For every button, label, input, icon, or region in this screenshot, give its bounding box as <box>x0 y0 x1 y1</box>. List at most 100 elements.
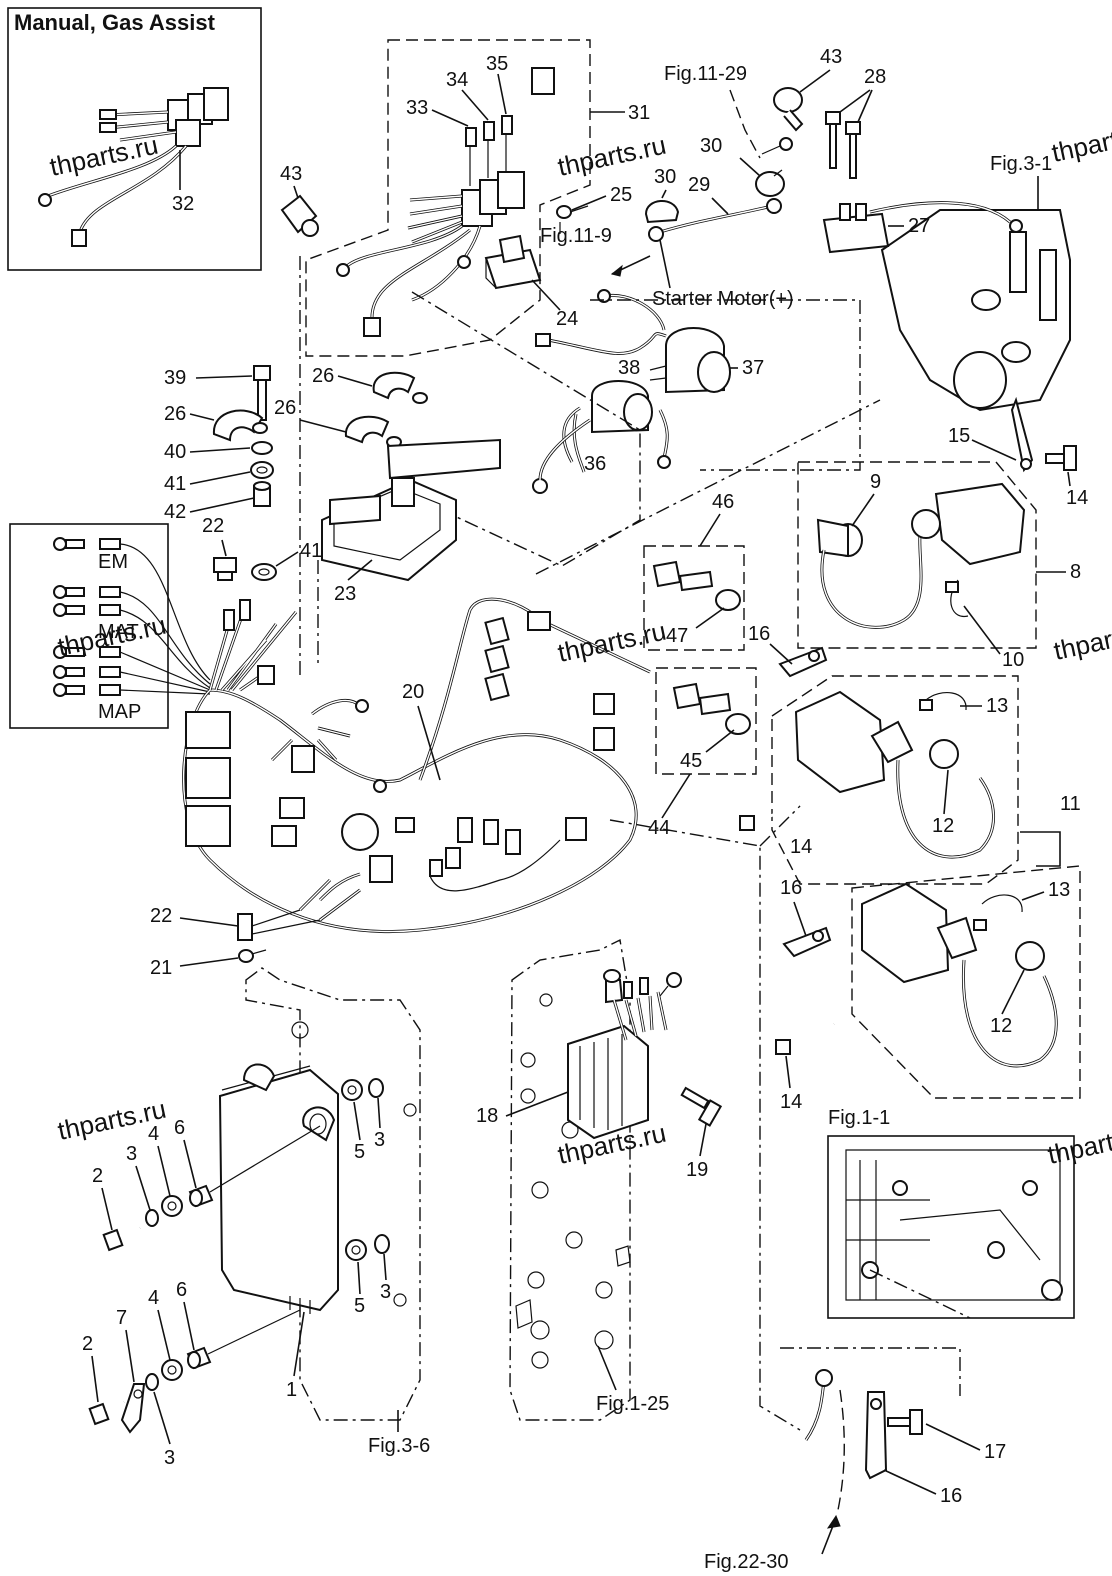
label-mat: MAT <box>98 621 139 643</box>
wiring-harness-20 <box>182 597 651 941</box>
watermark-2: thparts.ru <box>555 130 669 182</box>
bracket-23 <box>321 438 501 582</box>
harness-connectors-top <box>484 616 615 841</box>
clamp-26-a <box>212 409 268 442</box>
callout-12-a: 12 <box>932 815 954 837</box>
grommet-41-a <box>250 461 274 479</box>
ground-lead-15 <box>1010 396 1034 473</box>
ground-lead-7 <box>120 1383 146 1434</box>
connector-cap-22-top <box>213 557 237 581</box>
callout-21: 21 <box>150 957 172 979</box>
bracket-24 <box>484 234 542 290</box>
callout-35: 35 <box>486 53 508 75</box>
callout-2-b: 2 <box>82 1333 93 1355</box>
connector-em <box>53 537 121 551</box>
plate-fig-1-25 <box>509 938 631 1421</box>
bolt-14-a <box>1045 445 1077 471</box>
harness-connectors-middle <box>270 698 561 892</box>
callout-45: 45 <box>680 750 702 772</box>
clip-10 <box>945 581 959 593</box>
callout-7: 7 <box>116 1307 127 1329</box>
watermark-3: thparts.ru <box>1049 116 1112 168</box>
callout-26-b: 26 <box>312 365 334 387</box>
bolt-19 <box>680 1086 723 1127</box>
fuse-34 <box>483 121 495 141</box>
callout-4-b: 4 <box>148 1287 159 1309</box>
fig-1-1-inset <box>827 1135 1075 1319</box>
label-map: MAP <box>98 701 141 723</box>
collar-6-b <box>186 1346 212 1370</box>
ignition-coil-11-lower <box>851 865 1081 1099</box>
ref-fig-3-6: Fig.3-6 <box>368 1435 430 1457</box>
bolt-2-a <box>102 1226 141 1252</box>
callout-22-bottom: 22 <box>150 905 172 927</box>
sensor-44-group <box>655 667 757 775</box>
callout-9: 9 <box>870 471 881 493</box>
starter-relay-27 <box>822 201 1023 254</box>
callout-27: 27 <box>908 215 930 237</box>
callout-46: 46 <box>712 491 734 513</box>
callout-22-top: 22 <box>202 515 224 537</box>
wire-38 <box>535 289 667 355</box>
callout-18: 18 <box>476 1105 498 1127</box>
callout-20: 20 <box>402 681 424 703</box>
callout-6-b: 6 <box>176 1279 187 1301</box>
callout-25: 25 <box>610 184 632 206</box>
inset-manual-gas-assist: Manual, Gas Assist 32 <box>7 7 262 271</box>
bolt-14-c <box>775 1022 835 1055</box>
plug-cap-12-a <box>929 739 959 769</box>
callout-30-b: 30 <box>654 166 676 188</box>
callout-17: 17 <box>984 1441 1006 1463</box>
callout-41-b: 41 <box>300 540 322 562</box>
callout-5-b: 5 <box>354 1295 365 1317</box>
grommet-5-a <box>341 1079 363 1101</box>
callout-23: 23 <box>334 583 356 605</box>
callout-33: 33 <box>406 97 428 119</box>
ref-starter-motor: Starter Motor(+) <box>652 288 794 310</box>
bolts-28 <box>825 111 861 179</box>
callout-13-a: 13 <box>986 695 1008 717</box>
o-ring-45 <box>725 713 751 735</box>
callout-16-b: 16 <box>780 877 802 899</box>
callout-5-a: 5 <box>354 1141 365 1163</box>
harness-leads-top-left <box>208 599 298 692</box>
callout-16-a: 16 <box>748 623 770 645</box>
bolt-14-b <box>739 804 801 831</box>
callout-43-left: 43 <box>280 163 302 185</box>
ref-fig-1-1: Fig.1-1 <box>828 1107 890 1129</box>
callout-15: 15 <box>948 425 970 447</box>
grommet-41-b <box>251 563 277 581</box>
inset-title: Manual, Gas Assist <box>14 10 216 35</box>
callout-38: 38 <box>618 357 640 379</box>
connector-map-1 <box>53 645 121 659</box>
mounting-plate-fig-3-6 <box>245 967 421 1421</box>
label-em: EM <box>98 551 128 573</box>
watermark-9: thparts.ru <box>1045 1118 1112 1170</box>
clip-13-b <box>973 919 987 931</box>
callout-16-c: 16 <box>940 1485 962 1507</box>
callout-13-b: 13 <box>1048 879 1070 901</box>
bolt-2-b <box>88 1400 125 1426</box>
callout-6-a: 6 <box>174 1117 185 1139</box>
grommet-4-a <box>161 1195 183 1217</box>
relay-drawing <box>336 115 525 337</box>
callout-14-c: 14 <box>780 1091 802 1113</box>
cap-30-a <box>755 169 785 197</box>
grommet-5-b <box>345 1239 367 1261</box>
callout-37: 37 <box>742 357 764 379</box>
clamp-26-b <box>372 371 428 404</box>
collar-6-a <box>188 1184 214 1208</box>
inset-relay-assembly-drawing <box>38 87 229 247</box>
clamp-16-b <box>782 926 832 958</box>
callout-30-a: 30 <box>700 135 722 157</box>
washer-3-lower <box>145 1373 159 1391</box>
callout-3-a: 3 <box>374 1129 385 1151</box>
ignition-coil-11-upper <box>771 675 1019 885</box>
watermark-5: thparts.ru <box>555 616 669 668</box>
fuse-35 <box>501 115 513 135</box>
ignition-coil-8-group <box>797 461 1037 649</box>
ref-fig-11-9: Fig.11-9 <box>540 225 612 247</box>
callout-43-top: 43 <box>820 46 842 68</box>
grommet-4-b <box>161 1359 183 1381</box>
callout-14-a: 14 <box>1066 487 1088 509</box>
